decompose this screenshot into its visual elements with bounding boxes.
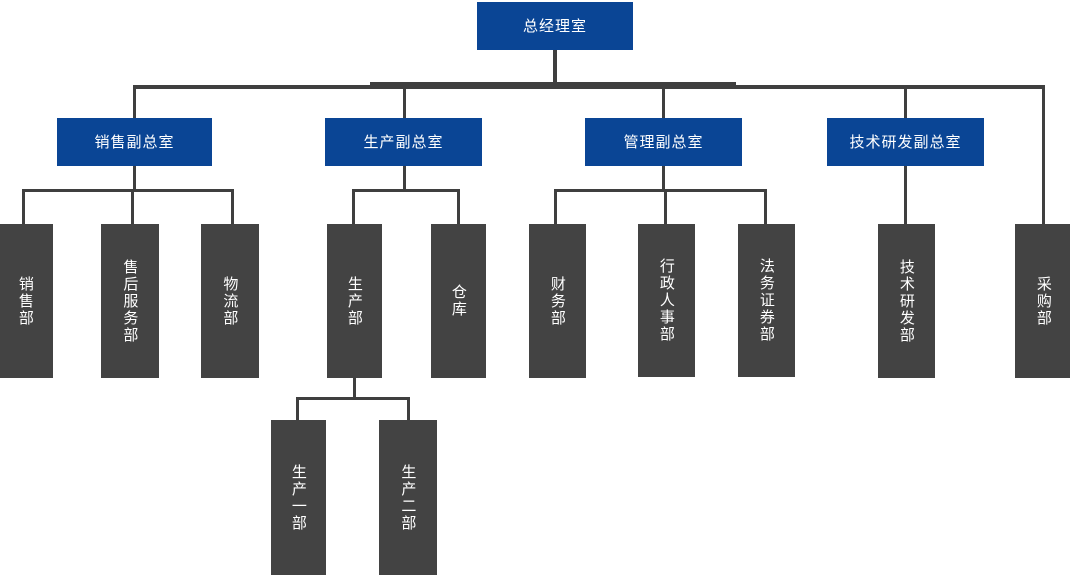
- node-label: 生产副总室: [363, 132, 444, 151]
- connector-drop-sales-dept: [22, 189, 25, 225]
- node-procurement-department[interactable]: 采购部: [1015, 224, 1070, 378]
- connector-drop-production-unit-1: [296, 397, 299, 422]
- node-technology-rnd-department[interactable]: 技术研发部: [878, 224, 935, 378]
- node-vp-sales-office[interactable]: 销售副总室: [57, 118, 212, 166]
- node-warehouse[interactable]: 仓库: [431, 224, 486, 378]
- node-label: 行政人事部: [657, 258, 676, 343]
- node-sales-department[interactable]: 销售部: [0, 224, 53, 378]
- connector-drop-rnd-dept: [904, 166, 907, 225]
- node-label: 生产二部: [399, 463, 418, 532]
- node-label: 采购部: [1034, 275, 1053, 327]
- node-label: 管理副总室: [623, 132, 704, 151]
- connector-bus-production-sub: [296, 397, 410, 400]
- node-production-department[interactable]: 生产部: [327, 224, 382, 378]
- connector-drop-aftersales-dept: [131, 189, 134, 225]
- node-label: 总经理室: [522, 16, 587, 35]
- node-finance-department[interactable]: 财务部: [529, 224, 586, 378]
- connector-drop-vp-management: [662, 85, 665, 118]
- node-general-manager-office[interactable]: 总经理室: [477, 2, 633, 50]
- connector-drop-logistics-dept: [231, 189, 234, 225]
- connector-stem-vp-management: [662, 166, 665, 191]
- node-label: 生产一部: [289, 463, 308, 532]
- node-vp-management-office[interactable]: 管理副总室: [585, 118, 742, 166]
- connector-drop-production-unit-2: [407, 397, 410, 422]
- connector-drop-vp-rnd: [904, 85, 907, 118]
- node-production-unit-1[interactable]: 生产一部: [271, 420, 326, 575]
- connector-drop-production-dept: [352, 189, 355, 225]
- node-vp-production-office[interactable]: 生产副总室: [325, 118, 482, 166]
- node-logistics-department[interactable]: 物流部: [201, 224, 259, 378]
- connector-bus-sales: [22, 189, 234, 192]
- connector-drop-vp-sales: [133, 85, 136, 118]
- connector-gm-stem: [553, 50, 557, 88]
- connector-drop-purchase: [1042, 85, 1045, 224]
- node-label: 售后服务部: [121, 258, 140, 344]
- node-admin-hr-department[interactable]: 行政人事部: [638, 224, 695, 377]
- node-label: 仓库: [449, 284, 468, 318]
- node-label: 技术研发部: [897, 258, 916, 344]
- connector-bus-production: [352, 189, 460, 192]
- node-production-unit-2[interactable]: 生产二部: [379, 420, 437, 575]
- connector-drop-legal: [764, 189, 767, 225]
- connector-level1-bus-inner: [370, 82, 736, 86]
- node-label: 财务部: [548, 275, 567, 327]
- node-legal-securities-department[interactable]: 法务证券部: [738, 224, 795, 377]
- connector-stem-vp-production: [403, 166, 406, 191]
- node-label: 法务证券部: [757, 258, 776, 343]
- node-label: 技术研发副总室: [849, 132, 962, 151]
- connector-level1-bus: [134, 85, 1044, 89]
- connector-stem-vp-sales: [133, 166, 136, 191]
- node-label: 销售副总室: [94, 132, 175, 151]
- node-aftersales-service-department[interactable]: 售后服务部: [101, 224, 159, 378]
- connector-drop-hr: [664, 189, 667, 225]
- node-vp-rnd-office[interactable]: 技术研发副总室: [827, 118, 984, 166]
- connector-drop-finance: [554, 189, 557, 225]
- connector-stem-production-dept: [353, 378, 356, 400]
- connector-drop-vp-production: [403, 85, 406, 118]
- node-label: 物流部: [221, 275, 240, 327]
- node-label: 生产部: [345, 275, 364, 327]
- connector-drop-warehouse: [457, 189, 460, 225]
- node-label: 销售部: [16, 275, 35, 327]
- connector-bus-management: [554, 189, 767, 192]
